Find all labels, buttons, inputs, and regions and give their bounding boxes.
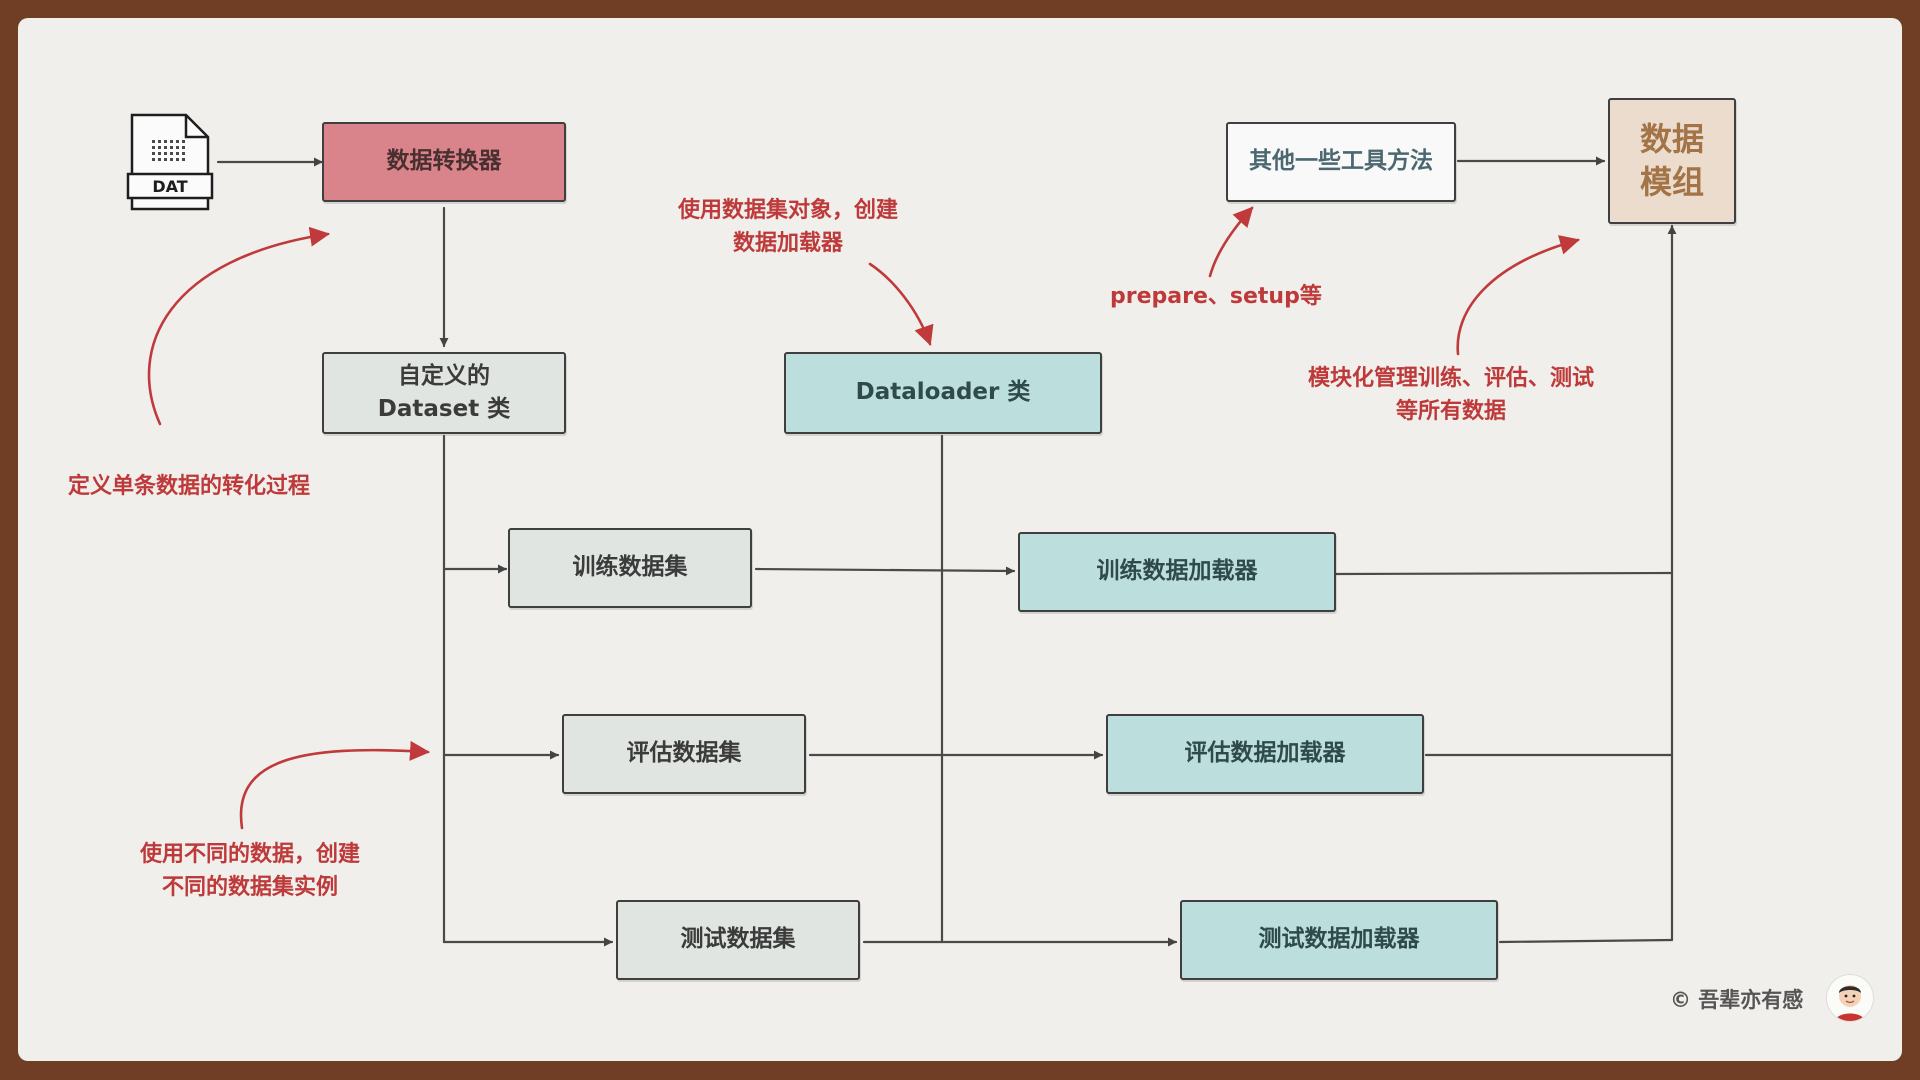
copyright-text: © 吾辈亦有感 — [1670, 988, 1804, 1012]
link-train-loader — [1334, 571, 1674, 576]
node-tool-methods-label: 其他一些工具方法 — [1249, 148, 1433, 175]
node-eval-dataset-label: 评估数据集 — [626, 740, 742, 767]
node-tool-methods: 其他一些工具方法 — [1226, 122, 1456, 202]
note-dataloader-line1: 使用数据集对象，创建 — [678, 198, 899, 223]
node-data-converter: 数据转换器 — [322, 122, 566, 202]
note-converter: 定义单条数据的转化过程 — [68, 474, 311, 499]
node-custom-dataset-class: 自定义的 Dataset 类 — [322, 352, 566, 434]
note-datasets-line2: 不同的数据集实例 — [162, 875, 339, 900]
node-custom-dataset-line1: 自定义的 — [398, 362, 490, 389]
note-data-module: 模块化管理训练、评估、测试 等所有数据 — [1308, 362, 1594, 428]
note-datasets: 使用不同的数据，创建 不同的数据集实例 — [140, 838, 360, 904]
node-dataloader-class: Dataloader 类 — [784, 352, 1102, 434]
note-arrow-dataloader — [868, 262, 934, 346]
node-train-dataset: 训练数据集 — [508, 528, 752, 608]
node-data-module-line2: 模组 — [1639, 163, 1704, 201]
node-data-module-line1: 数据 — [1639, 119, 1704, 158]
node-train-loader-label: 训练数据加载器 — [1096, 558, 1258, 585]
node-data-module: 数据 模组 — [1608, 98, 1736, 224]
node-data-converter-label: 数据转换器 — [386, 148, 502, 175]
node-custom-dataset-line2: Dataset 类 — [377, 396, 511, 422]
note-arrow-datasets — [239, 740, 430, 830]
note-data-module-line1: 模块化管理训练、评估、测试 — [1308, 366, 1595, 391]
dat-file-label: DAT — [152, 177, 187, 196]
link-test-loader — [1498, 938, 1674, 944]
node-eval-loader: 评估数据加载器 — [1106, 714, 1424, 794]
node-test-loader-label: 测试数据加载器 — [1258, 926, 1420, 953]
node-train-loader: 训练数据加载器 — [1018, 532, 1336, 612]
node-test-loader: 测试数据加载器 — [1180, 900, 1498, 980]
arrow-train-dataset-to-loader — [754, 566, 1016, 576]
dat-file-icon: DAT — [126, 113, 214, 211]
note-arrow-module — [1456, 235, 1580, 356]
note-arrow-converter — [147, 226, 330, 426]
note-dataloader-line2: 数据加载器 — [733, 231, 844, 256]
node-eval-dataset: 评估数据集 — [562, 714, 806, 794]
note-data-module-line2: 等所有数据 — [1396, 399, 1507, 424]
avatar-icon — [1835, 985, 1865, 1021]
node-eval-loader-label: 评估数据加载器 — [1184, 740, 1346, 767]
connector-layer: DAT — [126, 113, 1677, 947]
node-test-dataset-label: 测试数据集 — [680, 926, 796, 953]
note-arrow-tools — [1208, 206, 1254, 278]
author-avatar — [1826, 974, 1874, 1022]
note-datasets-line1: 使用不同的数据，创建 — [140, 842, 361, 867]
node-train-dataset-label: 训练数据集 — [572, 554, 688, 581]
diagram-canvas: DAT 数据转换器 自定义的 Dataset 类 Dataloader 类 其他… — [18, 18, 1902, 1061]
node-dataloader-class-label: Dataloader 类 — [855, 379, 1031, 406]
node-test-dataset: 测试数据集 — [616, 900, 860, 980]
note-prepare-setup: prepare、setup等 — [1110, 284, 1322, 309]
note-dataloader: 使用数据集对象，创建 数据加载器 — [678, 194, 898, 260]
